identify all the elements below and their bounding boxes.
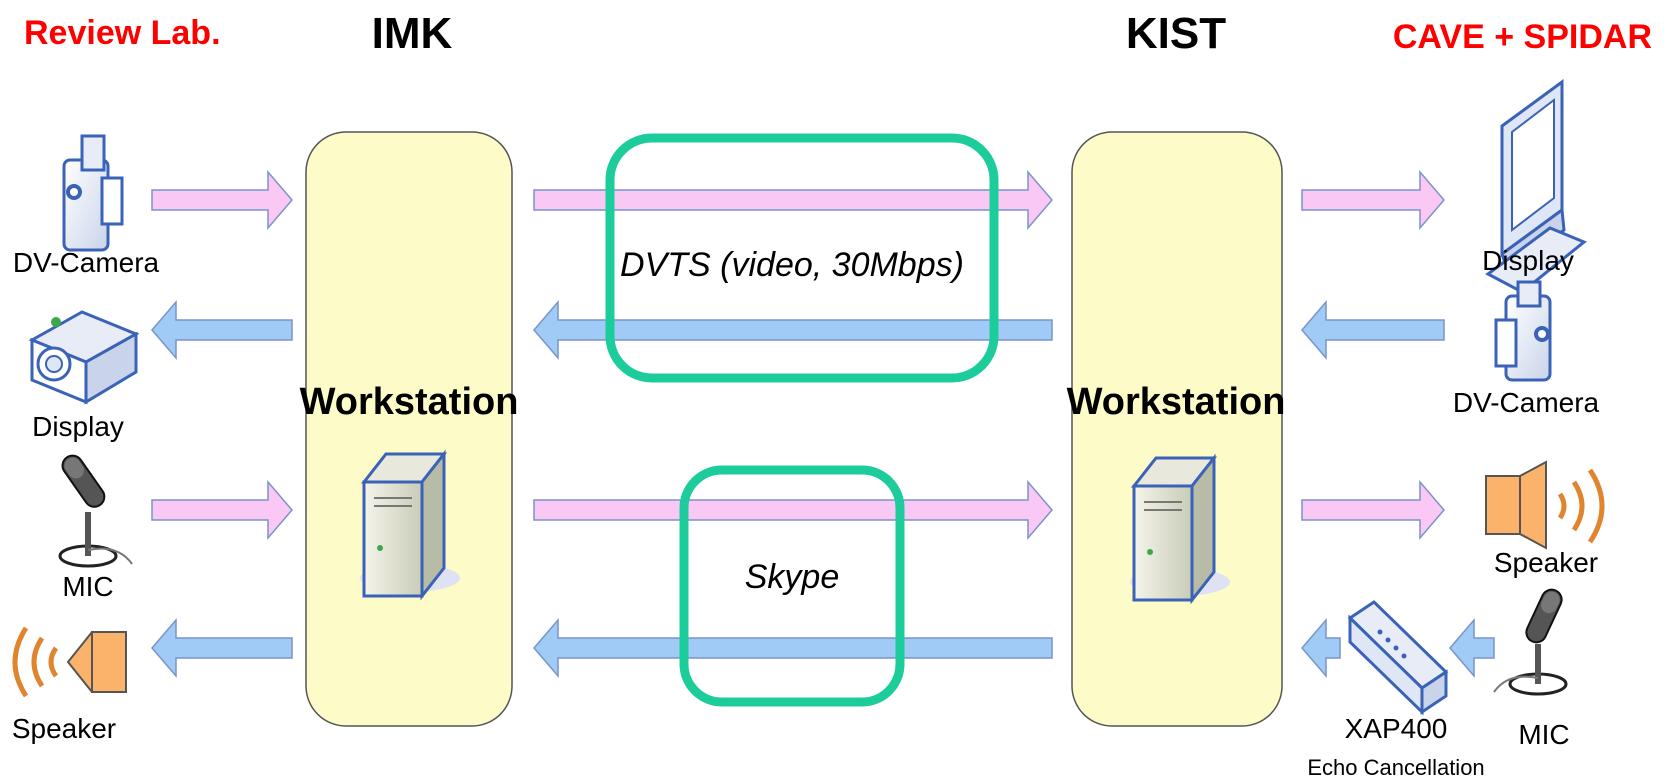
right-workstation-label: Workstation (1067, 381, 1286, 423)
echo-canceller-icon (1347, 600, 1449, 716)
projector-icon (28, 310, 140, 405)
camera-to-workstation-right-arrow (1301, 299, 1445, 361)
video-channel: DVTS (video, 30Mbps) (605, 133, 999, 383)
arrows-layer (151, 169, 1495, 679)
video-backward-arrow (533, 299, 1053, 361)
speaker-icon (12, 626, 127, 698)
microphone-icon (58, 454, 133, 568)
echo-device-caption: Echo Cancellation (1307, 755, 1484, 780)
echo-device-label: XAP400 (1345, 713, 1448, 744)
server-tower-icon (360, 449, 460, 601)
left-display-label: Display (32, 411, 124, 442)
left-speaker-label: Speaker (12, 713, 116, 744)
video-forward-arrow (533, 169, 1053, 231)
right-camera-label: DV-Camera (1453, 387, 1600, 418)
workstation-to-speaker-right-arrow (1301, 479, 1445, 541)
mic-to-echo-arrow (1449, 617, 1495, 679)
audio-forward-arrow (533, 479, 1053, 541)
right-display-label: Display (1482, 245, 1574, 276)
right-speaker-label: Speaker (1494, 547, 1598, 578)
audio-channel: Skype (679, 465, 905, 707)
monitor-icon (1485, 79, 1587, 294)
video-channel-label: DVTS (video, 30Mbps) (620, 246, 964, 284)
server-tower-icon (1130, 453, 1230, 605)
right-mic-label: MIC (1518, 719, 1569, 750)
left-workstation: Workstation (300, 131, 519, 727)
left-workstation-label: Workstation (300, 381, 519, 423)
left-mic-label: MIC (62, 571, 113, 602)
mic-to-workstation-arrow (151, 479, 293, 541)
left-camera-label: DV-Camera (13, 247, 160, 278)
right-org-title: KIST (1126, 9, 1226, 58)
right-site-title: CAVE + SPIDAR (1393, 18, 1652, 56)
camcorder-icon (62, 134, 124, 252)
camera-to-workstation-arrow (151, 169, 293, 231)
microphone-icon (1493, 588, 1568, 696)
right-workstation: Workstation (1067, 131, 1286, 727)
left-site-title: Review Lab. (24, 14, 221, 52)
audio-channel-label: Skype (745, 558, 840, 596)
echo-to-workstation-arrow (1301, 617, 1341, 679)
left-org-title: IMK (372, 9, 453, 58)
workstation-to-speaker-arrow (151, 617, 293, 679)
camcorder-icon (1494, 280, 1552, 382)
workstation-to-projector-arrow (151, 299, 293, 361)
speaker-icon (1485, 460, 1605, 550)
audio-backward-arrow (533, 617, 1053, 679)
workstation-to-display-arrow (1301, 169, 1445, 231)
